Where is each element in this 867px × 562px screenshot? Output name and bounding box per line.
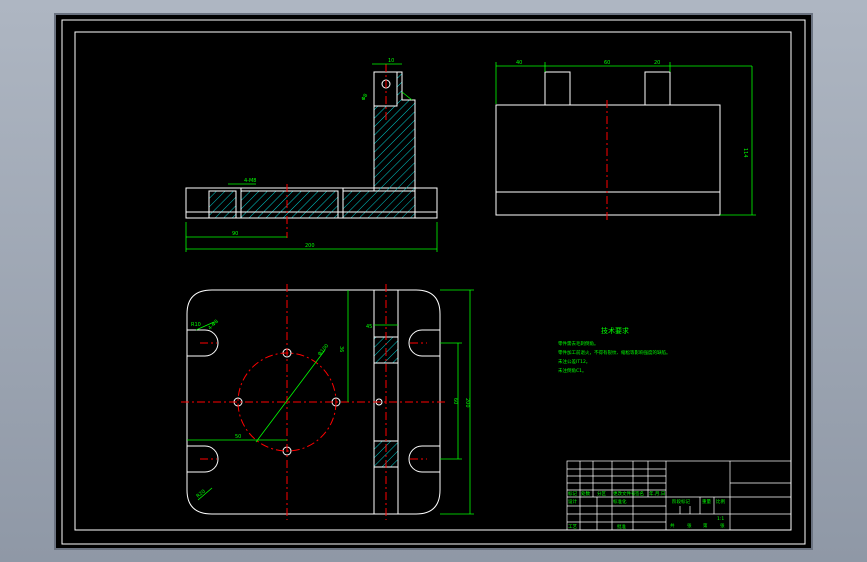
dim-right-seg-c: 20 xyxy=(654,60,660,66)
title-block xyxy=(566,460,792,531)
dim-base-total-length: 200 xyxy=(305,243,315,249)
dim-top-pin-width: 10 xyxy=(388,58,394,64)
tb-process: 工艺 xyxy=(568,524,577,530)
front-dimensions xyxy=(185,63,438,252)
tb-scale: 比例 xyxy=(716,498,725,505)
tb-sign: 签名 xyxy=(635,490,644,497)
tb-weight: 重量 xyxy=(702,498,711,505)
plan-dimensions xyxy=(187,289,474,515)
tb-approve: 批准 xyxy=(617,523,626,530)
notes-line-2: 零件加工前退火，不得有裂纹、缩松等影响强度的缺陷。 xyxy=(558,349,671,356)
dim-base-half-length: 90 xyxy=(232,231,238,237)
tb-page: 第 xyxy=(703,522,708,529)
tb-mark: 标记 xyxy=(568,490,577,497)
tb-standard: 标准化 xyxy=(613,498,627,505)
side-dimensions xyxy=(495,62,756,216)
dim-plan-depth: 36 xyxy=(338,346,344,352)
dim-side-step: 4-M8 xyxy=(244,178,256,184)
technical-notes: 技术要求 零件需去毛刺倒角。 零件加工前退火，不得有裂纹、缩松等影响强度的缺陷。… xyxy=(558,326,671,374)
tb-change-no: 更改文件号 xyxy=(613,490,636,497)
notes-line-3: 未注公差IT12。 xyxy=(558,358,590,365)
tb-design: 设计 xyxy=(568,498,577,505)
drawing-inner-border xyxy=(74,31,792,531)
tb-scale-value: 1:1 xyxy=(717,516,724,522)
tb-date: 年.月.日 xyxy=(649,490,665,497)
plan-view xyxy=(186,289,441,515)
dim-plan-height: 200 xyxy=(464,398,470,408)
dim-right-seg-b: 60 xyxy=(604,60,610,66)
drawing-sheet xyxy=(54,13,813,550)
front-centerlines xyxy=(286,64,387,238)
dim-plan-slot: 45 xyxy=(366,324,372,330)
notes-line-1: 零件需去毛刺倒角。 xyxy=(558,340,599,347)
plan-centerlines xyxy=(181,284,446,520)
dim-right-height: 114 xyxy=(742,148,748,158)
tb-partition: 分区 xyxy=(597,490,606,497)
dim-plan-width: 50 xyxy=(235,434,241,440)
front-section-view xyxy=(185,71,438,219)
notes-title: 技术要求 xyxy=(601,326,629,335)
notes-line-4: 未注倒角C1。 xyxy=(558,367,587,374)
drawing-border xyxy=(61,19,806,545)
dim-plan-offset: 60 xyxy=(452,398,458,404)
tb-count: 处数 xyxy=(581,490,590,497)
tb-page-of: 张 xyxy=(720,522,725,529)
dim-right-seg-a: 40 xyxy=(516,60,522,66)
dim-top-pin-hole: Φ8 xyxy=(361,93,370,102)
dim-plan-chamfer: R20 xyxy=(195,489,206,500)
tb-sheets: 共 xyxy=(670,522,675,529)
side-view xyxy=(495,71,721,216)
tb-sheet-of: 张 xyxy=(687,522,692,529)
dim-plan-radius: R10 xyxy=(191,322,201,328)
tb-stage-mark: 阶段标记 xyxy=(672,498,690,505)
